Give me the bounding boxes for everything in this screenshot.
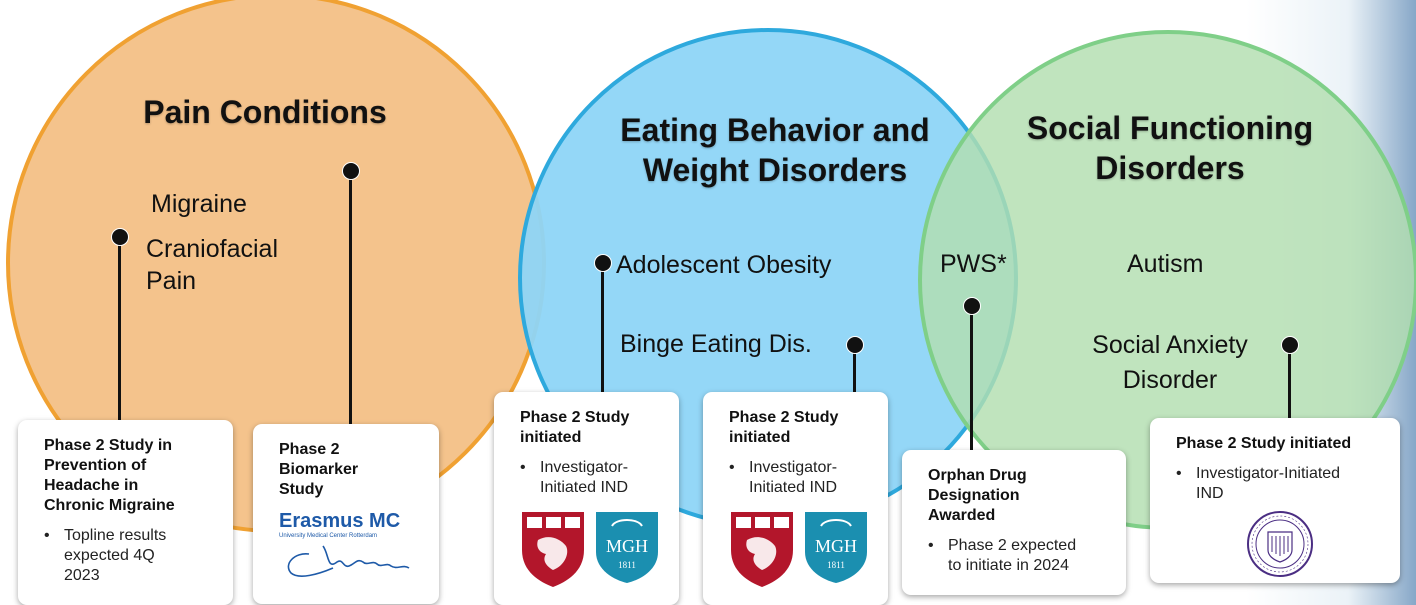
pws-label: PWS* (940, 250, 1007, 278)
pws-orphan-drug-card: Orphan Drug Designation Awarded Phase 2 … (902, 450, 1126, 595)
eating-disorders-heading: Eating Behavior and Weight Disorders (620, 112, 930, 188)
card-bullet: Investigator- Initiated IND (520, 458, 667, 498)
erasmus-signature-icon (287, 545, 410, 577)
social-anxiety-label: Social Anxiety Disorder (1092, 331, 1248, 394)
erasmus-mc-name: Erasmus MC (279, 510, 401, 532)
svg-text:MGH: MGH (606, 536, 648, 556)
binge-eating-label: Binge Eating Dis. (620, 330, 812, 358)
card-bullet: Phase 2 expected to initiate in 2024 (928, 536, 1114, 576)
craniofacial-pain-label: Craniofacial Pain (146, 235, 279, 295)
mgh-shield-icon: MGH 1811 (596, 512, 658, 583)
erasmus-mc-logo: Erasmus MC University Medical Center Rot… (279, 510, 427, 587)
university-of-washington-seal-icon (1247, 511, 1313, 577)
migraine-pin (111, 228, 129, 246)
card-title: Phase 2 Biomarker Study (279, 441, 359, 498)
migraine-study-card: Phase 2 Study in Prevention of Headache … (18, 420, 233, 605)
biomarker-pin (342, 162, 360, 180)
card-title: Phase 2 Study initiated (1176, 435, 1352, 452)
mgh-shield-icon: MGH 1811 (805, 512, 867, 583)
card-title: Phase 2 Study initiated (520, 409, 630, 446)
social-functioning-heading: Social Functioning Disorders (1026, 110, 1314, 186)
card-title: Phase 2 Study in Prevention of Headache … (44, 437, 175, 514)
svg-text:1811: 1811 (618, 560, 636, 570)
harvard-shield-icon (731, 512, 793, 587)
harvard-shield-icon (522, 512, 584, 587)
anxiety-pin (1281, 336, 1299, 354)
anxiety-connector (1288, 344, 1291, 418)
binge-pin (846, 336, 864, 354)
card-title: Phase 2 Study initiated (729, 409, 839, 446)
partner-logos: MGH 1811 (520, 510, 667, 588)
biomarker-study-card: Phase 2 Biomarker Study Erasmus MC Unive… (253, 424, 439, 604)
obesity-study-card: Phase 2 Study initiated Investigator- In… (494, 392, 679, 605)
card-bullet: Investigator-Initiated IND (1176, 464, 1388, 504)
obesity-pin (594, 254, 612, 272)
adolescent-obesity-label: Adolescent Obesity (616, 251, 832, 279)
card-bullet: Topline results expected 4Q 2023 (44, 526, 221, 586)
pws-connector (970, 305, 973, 451)
biomarker-connector (349, 170, 352, 424)
pain-conditions-heading: Pain Conditions (143, 94, 387, 130)
svg-text:MGH: MGH (815, 536, 857, 556)
binge-eating-study-card: Phase 2 Study initiated Investigator- In… (703, 392, 888, 605)
migraine-label: Migraine (151, 190, 247, 218)
card-bullet: Investigator- Initiated IND (729, 458, 876, 498)
card-title: Orphan Drug Designation Awarded (928, 467, 1027, 524)
erasmus-mc-subtitle: University Medical Center Rotterdam (279, 533, 378, 539)
migraine-connector (118, 236, 121, 422)
pws-pin (963, 297, 981, 315)
partner-logos: MGH 1811 (729, 510, 876, 588)
binge-connector (853, 344, 856, 392)
autism-label: Autism (1127, 250, 1204, 278)
obesity-connector (601, 262, 604, 392)
svg-text:1811: 1811 (827, 560, 845, 570)
social-anxiety-study-card: Phase 2 Study initiated Investigator-Ini… (1150, 418, 1400, 583)
